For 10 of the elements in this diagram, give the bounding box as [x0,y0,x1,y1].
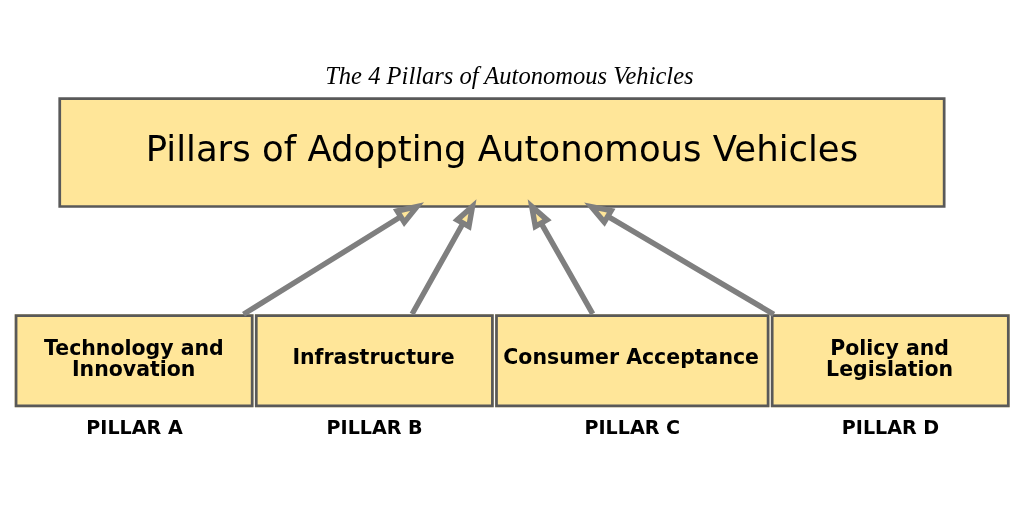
node-label: PILLAR D [841,415,940,439]
node-box: Pillars of Adopting Autonomous Vehicles [58,96,946,208]
arrow [584,201,776,317]
diagram-title: The 4 Pillars of Autonomous Vehicles [325,61,694,89]
node-label: PILLAR C [584,415,681,439]
node-label: PILLAR B [326,415,423,439]
node-label: PILLAR A [86,415,183,439]
arrow [242,201,425,317]
arrow [409,198,477,315]
arrow [527,198,596,315]
